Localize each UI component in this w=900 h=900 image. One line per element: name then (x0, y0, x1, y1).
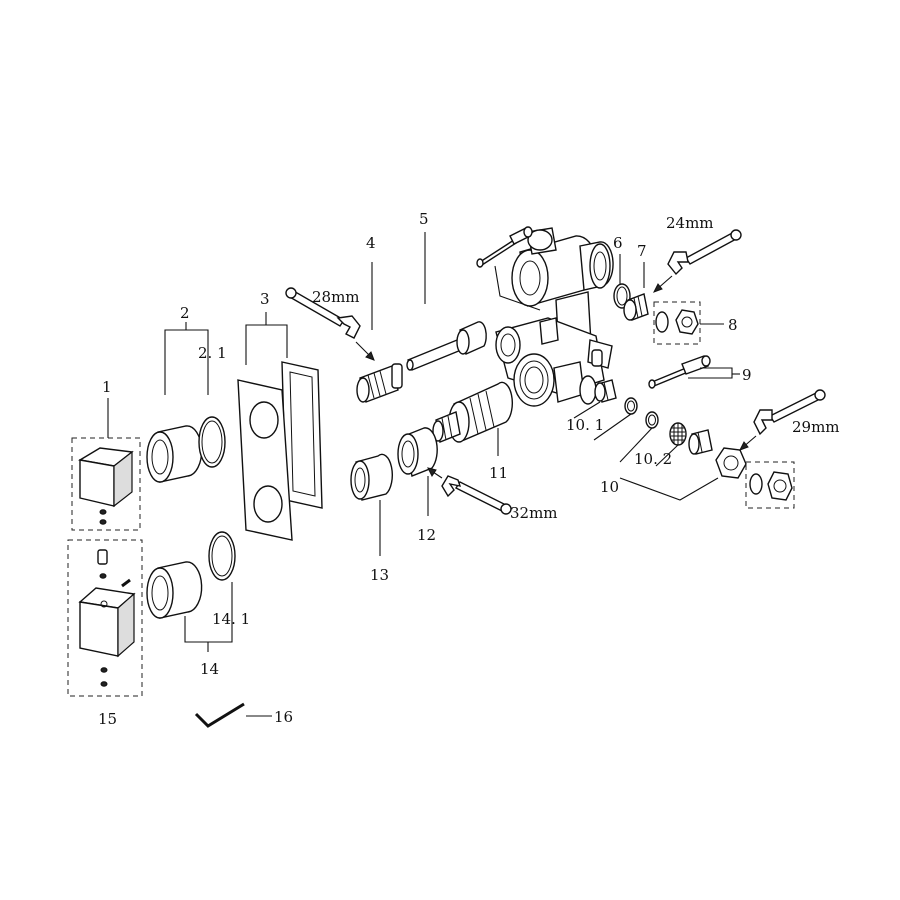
label-10-1: 10. 1 (566, 416, 604, 434)
leader-2 (164, 322, 209, 395)
leader-9 (688, 367, 740, 379)
wrench-label-32mm: 32mm (510, 504, 558, 522)
label-6: 6 (613, 234, 623, 252)
part-3-face-plate (237, 379, 293, 541)
label-14-1: 14. 1 (212, 610, 250, 628)
label-11: 11 (489, 464, 508, 482)
part-10-2-filter (669, 422, 687, 446)
label-4: 4 (366, 234, 376, 252)
label-8: 8 (728, 316, 738, 334)
part-10-nut (715, 447, 747, 479)
label-2: 2 (180, 304, 190, 322)
leader-3 (245, 312, 288, 365)
label-3: 3 (260, 290, 270, 308)
wrench-29mm-icon (738, 389, 826, 451)
part-9-screw-anchor (648, 355, 711, 389)
part-10-fitting (594, 379, 617, 403)
label-9: 9 (742, 366, 752, 384)
part-10-ring (645, 411, 659, 429)
label-1: 1 (102, 378, 112, 396)
label-7: 7 (637, 242, 647, 260)
label-15: 15 (98, 710, 117, 728)
part-14-1-o-ring (208, 531, 236, 581)
part-2-1-o-ring (198, 416, 226, 468)
leader-14 (184, 582, 233, 652)
leader-10 (573, 401, 719, 501)
label-10: 10 (600, 478, 619, 496)
label-12: 12 (417, 526, 436, 544)
valve-body (494, 227, 614, 407)
part-2-cover-ring (146, 425, 203, 483)
part-12-ring-nut (397, 427, 438, 477)
part-15-handle-assembly (67, 539, 143, 697)
part-1-handle-cap (71, 437, 141, 531)
part-14-cover-ring (146, 561, 203, 619)
part-13-bush (350, 453, 393, 501)
part-10-1-o-ring (624, 397, 638, 415)
label-14: 14 (200, 660, 219, 678)
part-10-adapter (688, 429, 713, 455)
wrench-32mm-icon (427, 467, 512, 515)
part-4-diverter-cartridge (356, 363, 403, 403)
part-16-hex-key-icon (194, 702, 272, 728)
part-11-thermostatic-cartridge (432, 381, 513, 443)
wrench-label-24mm: 24mm (666, 214, 714, 232)
label-5: 5 (419, 210, 429, 228)
label-2-1: 2. 1 (198, 344, 227, 362)
label-16: 16 (274, 708, 293, 726)
wrench-24mm-icon (652, 229, 742, 293)
part-nut-assembly-lower (745, 461, 795, 509)
wrench-label-29mm: 29mm (792, 418, 840, 436)
label-10-2: 10. 2 (634, 450, 672, 468)
wrench-label-28mm: 28mm (312, 288, 360, 306)
screw-top-icon (476, 226, 533, 268)
wrench-28mm-icon (285, 287, 375, 361)
part-8-nut-assembly (653, 301, 701, 345)
part-5-spindle (406, 321, 487, 371)
label-13: 13 (370, 566, 389, 584)
part-7-fitting (623, 293, 649, 321)
